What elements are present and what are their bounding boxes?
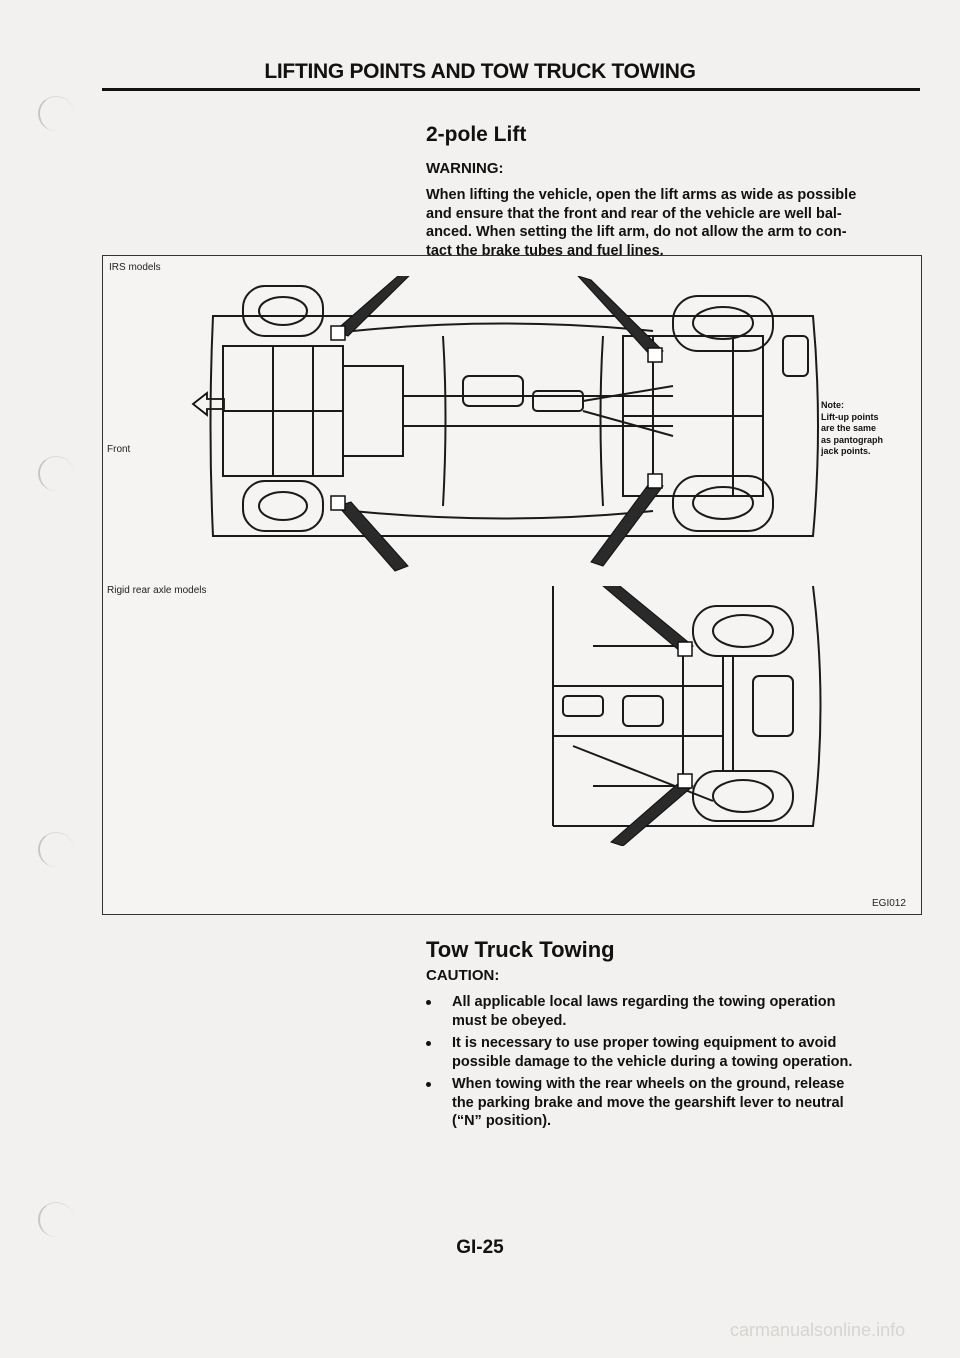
caution-line: When towing with the rear wheels on the …	[452, 1076, 845, 1092]
binder-hole	[38, 1202, 74, 1237]
lift-section-title: 2-pole Lift	[426, 123, 527, 146]
caution-list: All applicable local laws regarding the …	[426, 993, 922, 1135]
warning-line: When lifting the vehicle, open the lift …	[426, 187, 857, 203]
note-line: jack points.	[821, 446, 871, 456]
caution-item: It is necessary to use proper towing equ…	[426, 1034, 922, 1071]
caution-label: CAUTION:	[426, 967, 500, 984]
warning-label: WARNING:	[426, 160, 504, 177]
warning-line: and ensure that the front and rear of th…	[426, 205, 842, 222]
tow-section-title: Tow Truck Towing	[426, 937, 615, 962]
irs-underbody-diagram	[209, 276, 819, 572]
page-number: GI-25	[456, 1237, 504, 1258]
caution-line: (“N” position).	[452, 1113, 552, 1129]
bullet-icon	[426, 1082, 431, 1087]
note-line: Lift-up points	[821, 411, 879, 422]
note-line: as pantograph	[821, 434, 884, 445]
caution-line: All applicable local laws regarding the …	[452, 994, 836, 1010]
caution-line: It is necessary to use proper towing equ…	[452, 1035, 837, 1051]
note-line: Note:	[821, 400, 844, 410]
rigid-axle-underbody-diagram	[552, 586, 822, 846]
warning-line: tact the brake tubes and fuel lines.	[426, 242, 664, 259]
warning-text: When lifting the vehicle, open the lift …	[426, 186, 922, 260]
binder-hole	[38, 832, 74, 867]
lift-note: Note: Lift-up points are the same as pan…	[821, 400, 883, 458]
page-header: LIFTING POINTS AND TOW TRUCK TOWING	[264, 60, 696, 83]
caution-line: the parking brake and move the gearshift…	[452, 1094, 844, 1111]
caution-line: must be obeyed.	[452, 1012, 567, 1029]
irs-models-label: IRS models	[109, 262, 161, 273]
caution-item: All applicable local laws regarding the …	[426, 993, 922, 1030]
lift-points-figure: IRS models Front Rigid rear axle models …	[102, 255, 922, 915]
rigid-axle-label: Rigid rear axle models	[107, 585, 207, 596]
binder-hole	[38, 96, 74, 131]
bullet-icon	[426, 1041, 431, 1046]
caution-line: possible damage to the vehicle during a …	[452, 1053, 853, 1070]
figure-code: EGI012	[872, 898, 906, 909]
watermark: carmanualsonline.info	[730, 1320, 906, 1340]
header-rule	[102, 88, 920, 91]
warning-line: anced. When setting the lift arm, do not…	[426, 224, 847, 240]
front-label: Front	[107, 444, 131, 455]
caution-item: When towing with the rear wheels on the …	[426, 1075, 922, 1131]
bullet-icon	[426, 1000, 431, 1005]
note-line: are the same	[821, 423, 877, 433]
binder-hole	[38, 456, 74, 491]
